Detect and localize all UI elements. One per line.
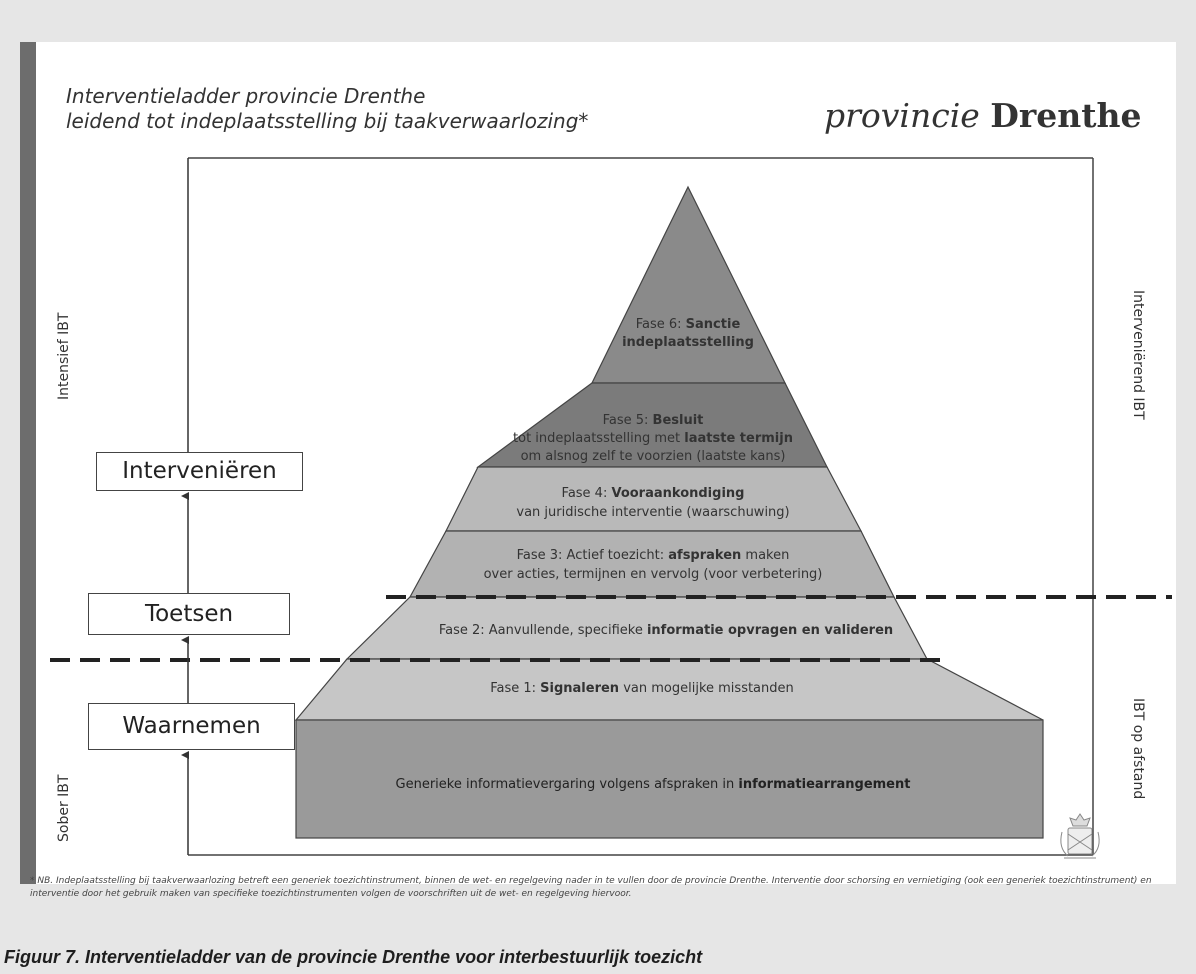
left-accent-bar bbox=[20, 42, 36, 884]
ladder-box-waarnemen: Waarnemen bbox=[88, 703, 295, 750]
fase6-line2: indeplaatsstelling bbox=[622, 335, 754, 350]
left-top-axis-label: Intensief IBT bbox=[56, 312, 72, 400]
slide-title: Interventieladder provincie Drenthe leid… bbox=[66, 84, 588, 134]
fase5-line1: Fase 5: Besluit bbox=[603, 413, 704, 428]
logo-word-drenthe: Drenthe bbox=[990, 96, 1142, 135]
fase2-line1: Fase 2: Aanvullende, specifieke informat… bbox=[439, 623, 893, 638]
ladder-box-intervenieren: Interveniëren bbox=[96, 452, 303, 491]
left-bottom-axis-label: Sober IBT bbox=[56, 774, 72, 842]
fase3-line2: over acties, termijnen en vervolg (voor … bbox=[484, 567, 823, 582]
title-line-1: Interventieladder provincie Drenthe bbox=[66, 84, 426, 108]
coat-of-arms-emblem bbox=[1060, 813, 1100, 859]
fase4-line1: Fase 4: Vooraankondiging bbox=[562, 486, 745, 501]
fase3-line1: Fase 3: Actief toezicht: afspraken maken bbox=[517, 548, 790, 563]
fase5-line3: om alsnog zelf te voorzien (laatste kans… bbox=[521, 449, 786, 464]
layer-fase-6 bbox=[591, 185, 786, 384]
fase4-line2: van juridische interventie (waarschuwing… bbox=[516, 505, 789, 520]
logo-word-provincie: provincie bbox=[824, 96, 980, 135]
right-top-axis-label: Interveniërend IBT bbox=[1130, 290, 1146, 420]
figure-caption: Figuur 7. Interventieladder van de provi… bbox=[4, 947, 703, 967]
right-bottom-axis-label: IBT op afstand bbox=[1130, 698, 1146, 799]
layer-base bbox=[295, 719, 1044, 839]
provincie-drenthe-logo: provincie Drenthe bbox=[824, 96, 1142, 135]
fase6-line1: Fase 6: Sanctie bbox=[636, 317, 741, 332]
footnote: * NB. Indeplaatsstelling bij taakverwaar… bbox=[30, 876, 1152, 899]
title-line-2: leidend tot indeplaatsstelling bij taakv… bbox=[66, 109, 589, 133]
base-line1: Generieke informatievergaring volgens af… bbox=[396, 777, 911, 792]
ladder-box-toetsen: Toetsen bbox=[88, 593, 290, 635]
fase5-line2: tot indeplaatsstelling met laatste termi… bbox=[513, 431, 793, 446]
layer-fase-3 bbox=[408, 530, 895, 598]
fase1-line1: Fase 1: Signaleren van mogelijke misstan… bbox=[490, 681, 794, 696]
